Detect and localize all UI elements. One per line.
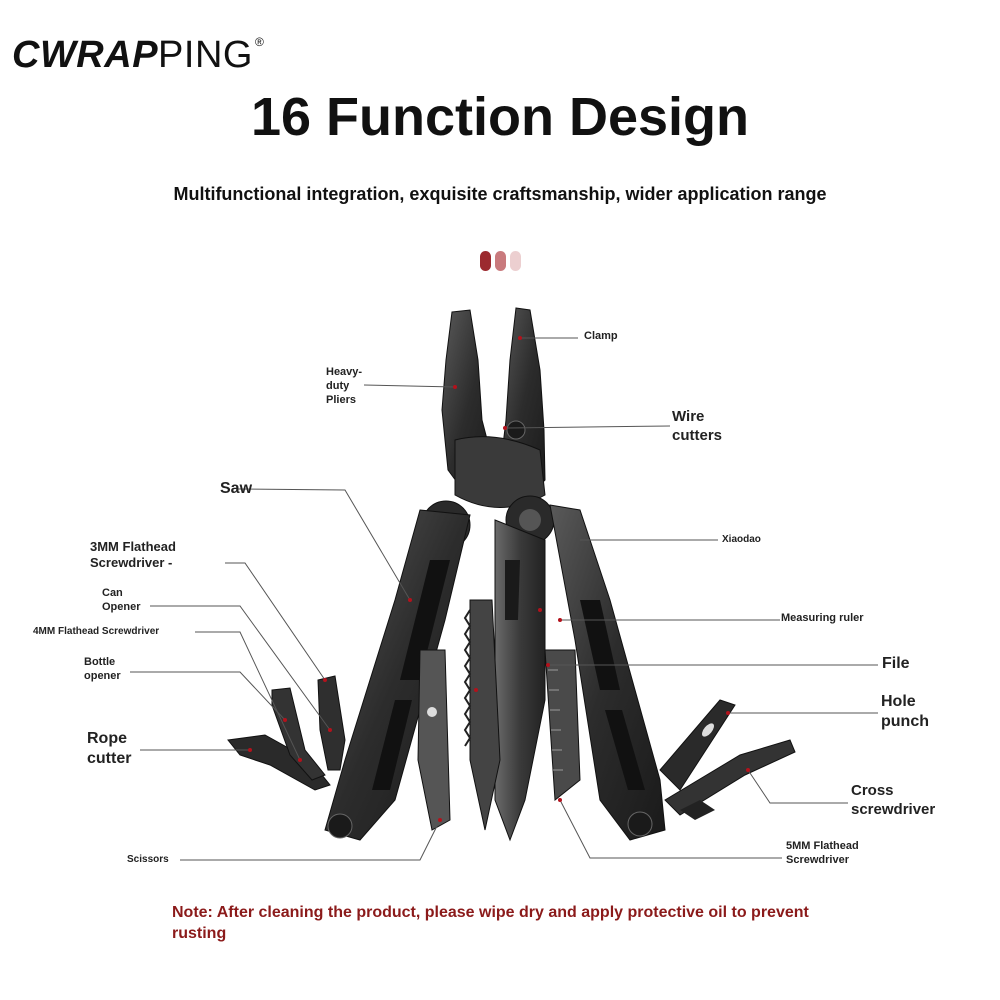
label-file: File bbox=[882, 655, 910, 672]
label-5mm-flathead: 5MM Flathead Screwdriver bbox=[786, 840, 859, 866]
label-clamp: Clamp bbox=[584, 330, 618, 342]
brand-name-light: PING bbox=[158, 34, 253, 76]
saw-blade bbox=[469, 599, 501, 831]
label-can-opener: Can Opener bbox=[102, 587, 141, 613]
knife-blade bbox=[494, 519, 546, 842]
label-saw: Saw bbox=[220, 480, 253, 497]
right-handle bbox=[549, 504, 666, 841]
marker-dots bbox=[248, 336, 750, 822]
label-bottle-opener: Bottle opener bbox=[84, 656, 121, 682]
ruler bbox=[544, 649, 581, 801]
pliers-jaws bbox=[441, 307, 546, 508]
label-pliers: Heavy- duty Pliers bbox=[326, 366, 363, 406]
care-note: Note: After cleaning the product, please… bbox=[172, 904, 809, 942]
label-rope-cutter: Rope cutter bbox=[87, 730, 132, 767]
page-title: 16 Function Design bbox=[250, 87, 750, 147]
label-4mm-flathead: 4MM Flathead Screwdriver bbox=[33, 626, 160, 637]
label-scissors: Scissors bbox=[127, 854, 169, 865]
right-fold-tools bbox=[659, 699, 796, 820]
left-handle bbox=[324, 509, 471, 841]
indicator-dot-2[interactable] bbox=[495, 251, 506, 271]
left-fold-tools bbox=[227, 675, 346, 791]
label-3mm-flathead: 3MM Flathead Screwdriver - bbox=[90, 539, 176, 571]
scissors-blade bbox=[417, 649, 451, 831]
page-indicator bbox=[480, 251, 521, 271]
leader-lines bbox=[130, 337, 878, 861]
registered-mark: ® bbox=[254, 35, 265, 49]
page-subtitle: Multifunctional integration, exquisite c… bbox=[173, 184, 827, 204]
indicator-dot-1[interactable] bbox=[480, 251, 491, 271]
indicator-dot-3[interactable] bbox=[510, 251, 521, 271]
brand-name-bold: CWRAP bbox=[12, 34, 159, 76]
label-hole-punch: Hole punch bbox=[881, 693, 929, 730]
label-cross-screwdriver: Cross screwdriver bbox=[851, 782, 936, 818]
brand-logo: CWRAPPING® bbox=[12, 36, 264, 74]
label-wire-cutters: Wire cutters bbox=[672, 408, 723, 444]
label-measuring-ruler: Measuring ruler bbox=[781, 612, 864, 624]
label-xiaodao: Xiaodao bbox=[722, 534, 761, 545]
